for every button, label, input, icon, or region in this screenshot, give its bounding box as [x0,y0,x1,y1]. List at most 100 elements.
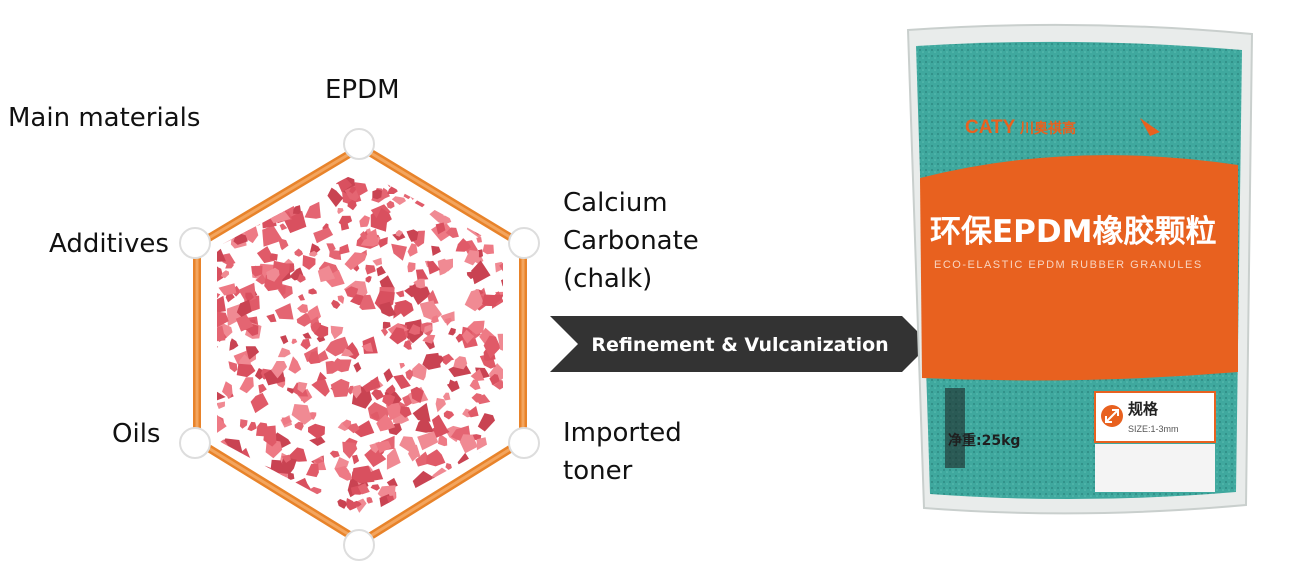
process-arrow-label: Refinement & Vulcanization [591,334,888,356]
granule [410,386,424,404]
granule [495,170,503,181]
granule [361,342,374,352]
granule [296,312,312,327]
granule [304,201,321,219]
granule [432,422,450,440]
granule [496,495,503,511]
granule [217,187,228,207]
granule [507,171,513,177]
granule [426,449,446,467]
granule [497,509,503,516]
granule [291,404,312,425]
granule [266,313,277,323]
material-label-epdm: EPDM [325,75,400,105]
material-label-calcium-carbonate: Calcium Carbonate (chalk) [563,188,699,294]
granule [266,267,280,282]
granule [329,249,342,260]
granule [217,342,219,351]
granule [433,170,441,179]
granule [251,265,263,277]
granule [228,361,238,373]
granule [370,411,380,420]
node-lower-right [508,427,540,459]
granule [229,508,243,518]
granule [245,490,263,507]
granule [217,248,226,262]
granule [431,245,441,256]
material-label-oils: Oils [112,419,161,449]
granule [217,325,226,343]
granule [202,310,217,327]
granule [365,264,376,275]
granule [245,346,260,362]
granule [217,260,219,271]
hexagon-nodes [179,128,540,561]
granule [404,283,420,298]
granule [217,413,227,433]
bag-spec-label: 规格 [1128,400,1159,418]
node-top [343,128,375,160]
granule [283,210,307,234]
granule [326,243,336,253]
granule [386,200,395,209]
granule [479,327,497,345]
granule [220,501,237,518]
granule [217,517,219,518]
granule [495,463,503,472]
granule [445,227,459,238]
granule [415,416,434,433]
granule [297,273,306,283]
granule [438,434,448,447]
granule [300,338,311,350]
granule [334,465,353,481]
granule [280,335,289,345]
granule [217,295,226,314]
granule [484,191,503,208]
granule [372,189,382,200]
granule [385,384,396,395]
granule [347,199,357,211]
granule [382,321,391,329]
granule [294,421,304,431]
granule [302,332,312,339]
process-arrow: Refinement & Vulcanization [550,316,930,372]
granule [217,401,225,409]
granule [422,334,436,344]
granule [371,389,385,401]
granule [217,264,224,283]
granule [436,513,448,518]
granule [501,459,503,468]
granule [379,301,397,317]
granule [217,193,231,206]
granule [494,170,503,178]
granule [245,484,255,495]
granule [443,392,451,401]
granule [464,250,479,266]
material-label-additives: Additives [49,229,169,259]
epdm-granules-image [202,170,513,518]
granule [386,402,404,421]
granule [408,324,421,335]
granule [316,500,324,511]
product-bag-image: CATY 川奥祺高 环保EPDM橡胶颗粒 ECO-ELASTIC EPDM RU… [906,23,1254,515]
granule [395,229,403,237]
granule [271,361,288,379]
granule [337,499,347,510]
granule [247,421,257,432]
granule [275,472,288,485]
granule [482,244,494,255]
node-lower-left [179,427,211,459]
granule [217,482,221,499]
granule [308,288,317,295]
granule [288,356,302,374]
granule [417,431,439,451]
granule [455,333,464,343]
granule [217,513,224,518]
granule [308,423,325,439]
granule [434,170,450,190]
granule [217,478,223,493]
granule [344,286,359,299]
granule [239,419,248,429]
granule [432,503,453,518]
bag-weight: 净重:25kg [948,432,1020,449]
